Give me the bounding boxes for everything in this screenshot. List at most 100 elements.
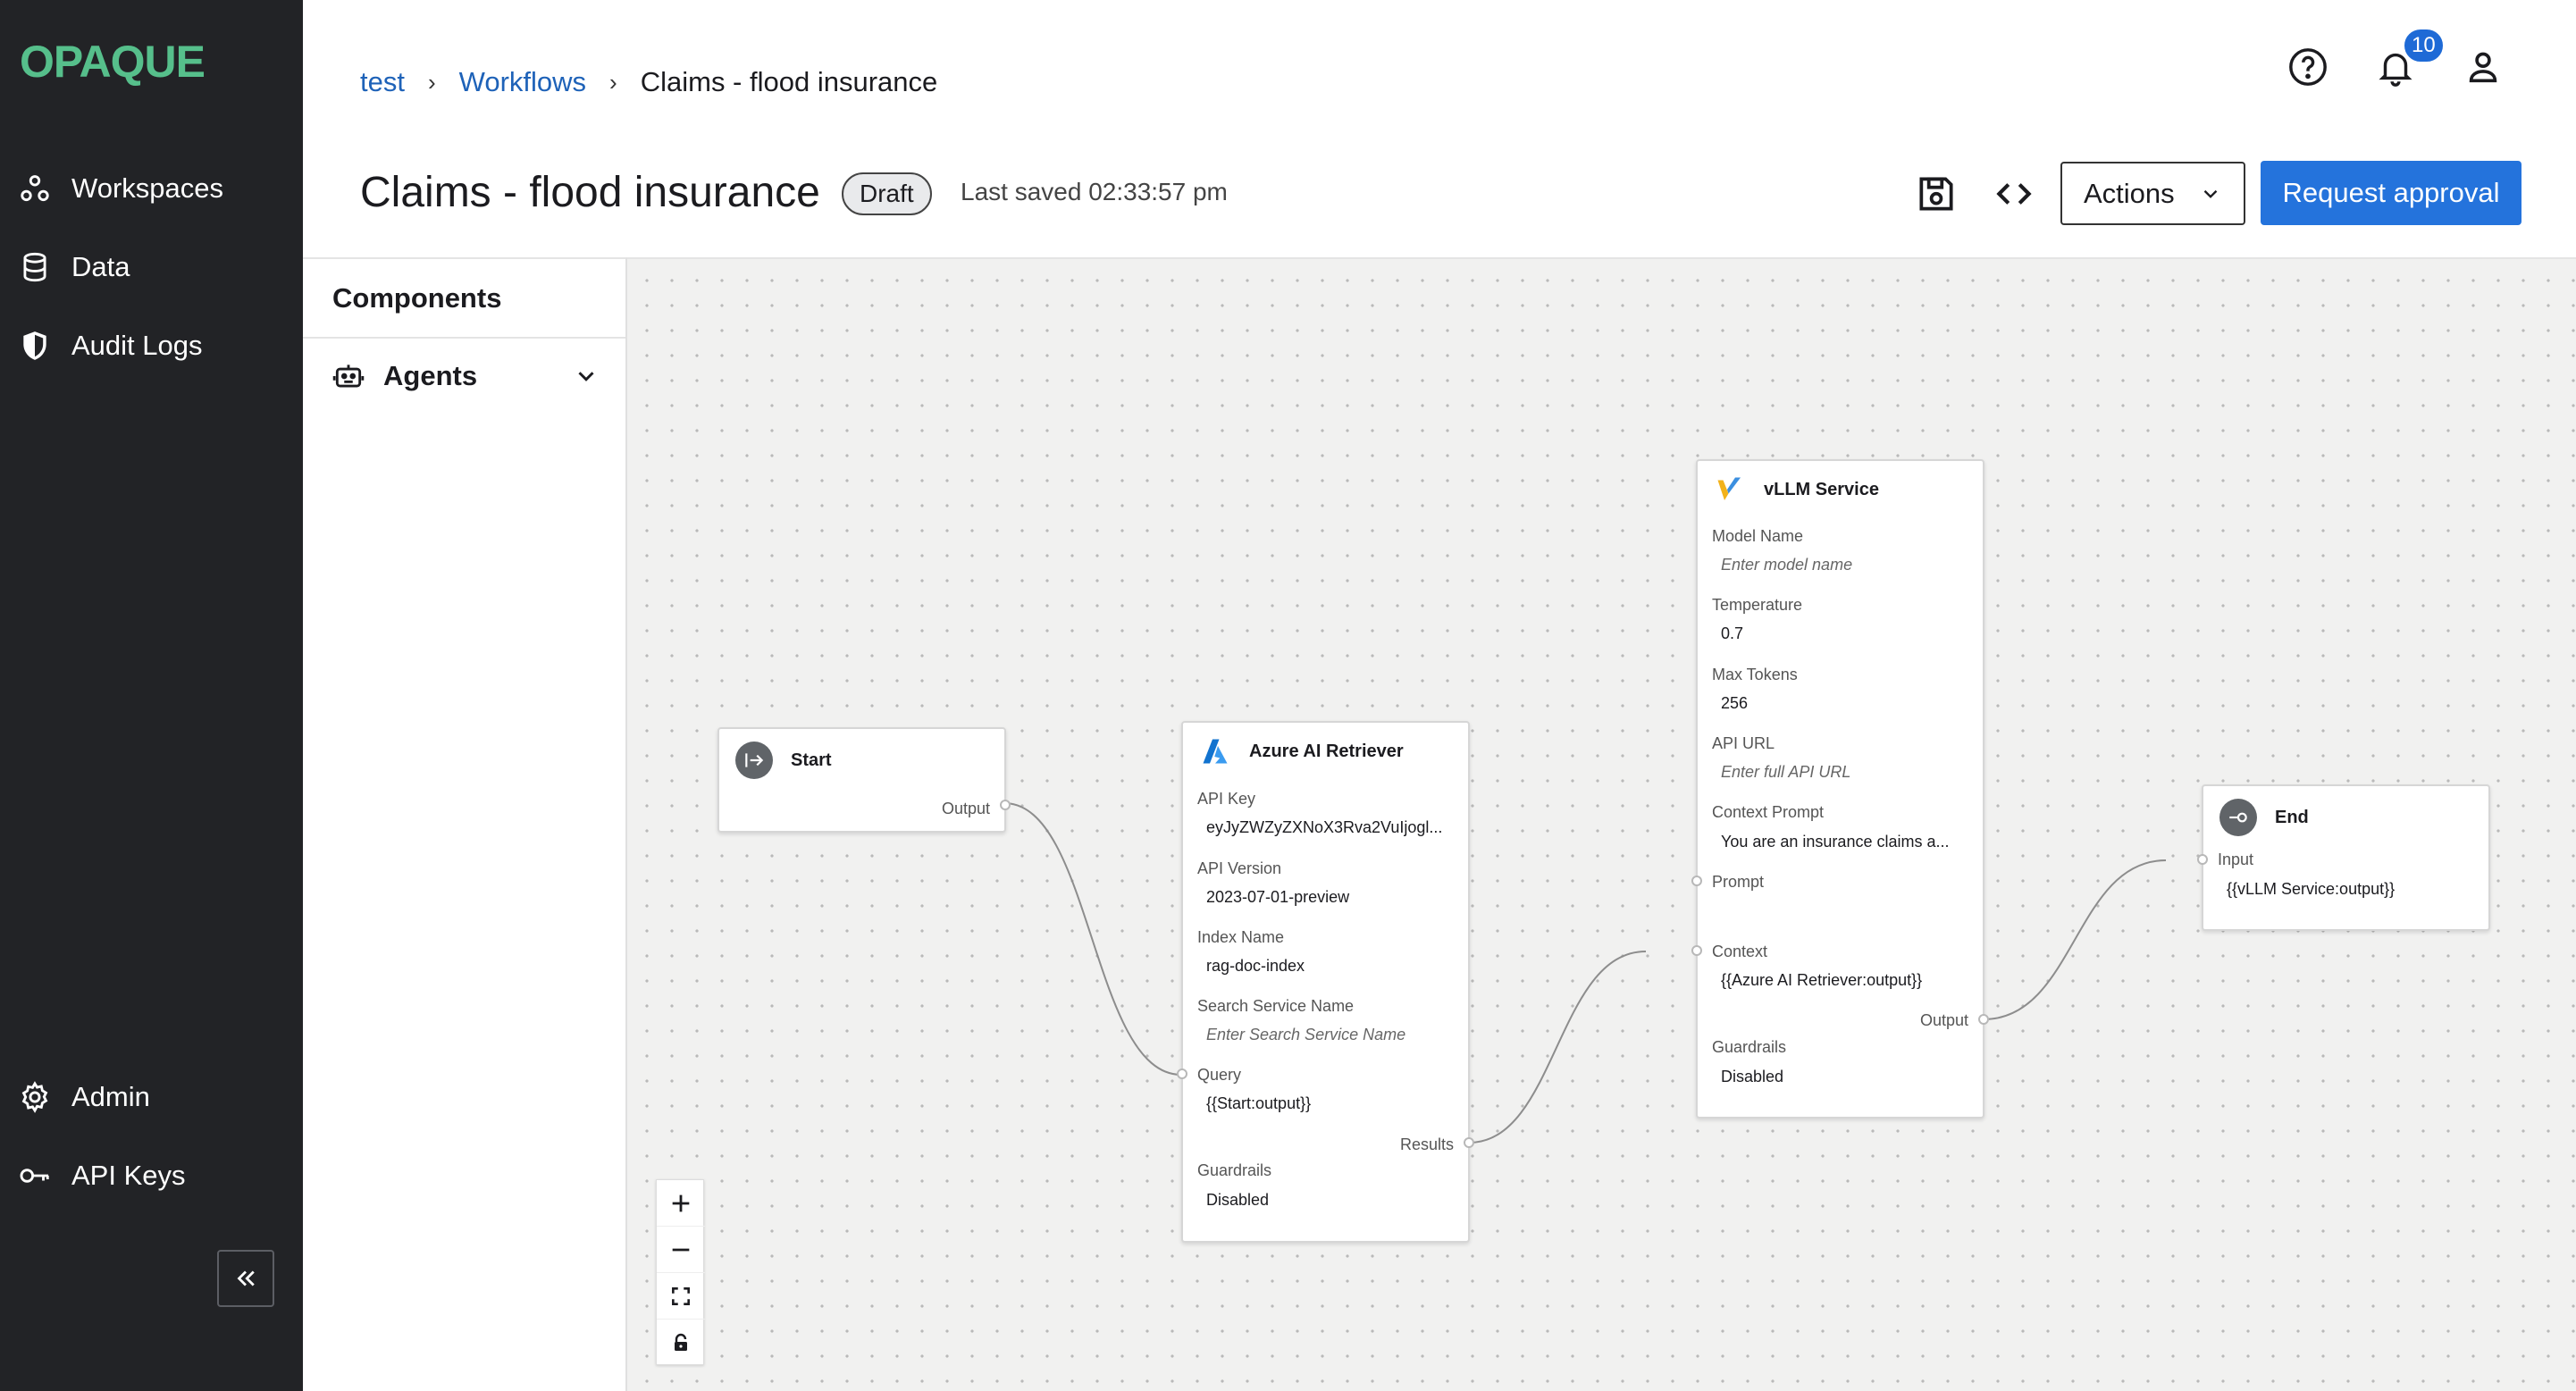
field-value-guardrails[interactable]: Disabled [1206,1191,1270,1209]
page-title: Claims - flood insurance [360,169,820,216]
field-input-search-service-name[interactable]: Enter Search Service Name [1206,1026,1406,1043]
sidebar-item-api-keys[interactable]: API Keys [18,1149,186,1202]
field-value-api-version[interactable]: 2023-07-01-preview [1206,888,1350,906]
last-saved-text: Last saved 02:33:57 pm [961,178,1228,205]
chevron-down-icon [2203,189,2218,198]
field-value-temperature[interactable]: 0.7 [1721,624,1744,642]
output-port-results[interactable] [1464,1137,1474,1148]
help-icon [2289,48,2327,86]
lock-button[interactable] [657,1320,705,1366]
plus-icon [672,1194,690,1211]
collapse-sidebar-button[interactable] [217,1250,274,1307]
database-icon [23,252,46,282]
user-menu-button[interactable] [2463,46,2504,88]
robot-icon [332,365,365,388]
output-port[interactable] [1000,800,1011,810]
help-button[interactable] [2287,46,2328,88]
bell-icon [2379,53,2412,87]
edges-layer [1003,802,2167,1144]
edge-retriever-to-vllm[interactable] [1468,951,1647,1144]
field-label: Guardrails [1712,1038,1787,1056]
breadcrumb-separator: › [609,68,617,96]
port-label-output: Output [941,800,990,817]
field-label: Input [2218,851,2254,868]
output-port[interactable] [1978,1014,1989,1025]
canvas-controls [656,1179,705,1366]
field-value-api-key[interactable]: eyJyZWZyZXNoX3Rva2VuIjogl... [1206,818,1443,836]
input-port-query[interactable] [1177,1068,1187,1079]
field-label: Context Prompt [1712,803,1825,821]
node-header: Azure AI Retriever [1199,735,1404,767]
key-icon [20,1169,49,1183]
field-label: Model Name [1712,527,1804,545]
field-value-context-prompt[interactable]: You are an insurance claims a... [1721,833,1950,851]
lock-icon [675,1333,687,1351]
field-value-guardrails[interactable]: Disabled [1721,1068,1784,1085]
field-value-query[interactable]: {{Start:output}} [1206,1094,1312,1112]
save-button[interactable] [1914,172,1959,216]
field-label: API URL [1712,734,1775,752]
start-icon [735,742,773,779]
node-header: End [2219,799,2309,836]
group-label: Agents [383,360,478,391]
field-label: Max Tokens [1712,666,1798,683]
breadcrumb-link-workflows[interactable]: Workflows [458,66,587,97]
fullscreen-icon [672,1286,690,1305]
app-logo[interactable]: OPAQUE [20,37,206,87]
field-value-index-name[interactable]: rag-doc-index [1206,957,1305,975]
user-icon [2469,52,2497,83]
field-label: Query [1197,1066,1242,1084]
chevron-down-icon [578,372,594,381]
divider [303,337,625,339]
code-view-button[interactable] [1992,172,2036,216]
components-group-agents[interactable]: Agents [331,354,600,398]
port-label-output: Output [1919,1011,1968,1029]
field-label: Context [1712,943,1768,960]
components-title: Components [332,282,502,314]
input-port-context[interactable] [1691,945,1702,956]
sidebar-item-label: Workspaces [71,172,223,204]
edge-start-to-retriever[interactable] [1003,802,1182,1076]
zoom-out-button[interactable] [657,1227,705,1273]
sidebar: OPAQUE Workspaces Data Audit Logs Admin … [0,0,303,1391]
field-value-max-tokens[interactable]: 256 [1721,694,1749,712]
node-title: Azure AI Retriever [1249,741,1404,761]
node-start[interactable]: Start Output [717,727,1011,833]
field-value-context[interactable]: {{Azure AI Retriever:output}} [1721,971,1923,989]
node-azure-ai-retriever[interactable]: Azure AI Retriever API Key eyJyZWZyZXNoX… [1177,721,1474,1243]
field-input-model-name[interactable]: Enter model name [1721,556,1853,574]
code-icon [1996,183,2032,205]
field-label: Index Name [1197,928,1285,946]
node-title: vLLM Service [1764,479,1879,499]
fit-view-button[interactable] [657,1273,705,1320]
field-label: Search Service Name [1197,997,1355,1015]
node-header: Start [735,742,832,779]
field-label: API Version [1197,859,1282,877]
actions-dropdown[interactable]: Actions [2060,162,2245,225]
notifications-button[interactable]: 10 [2375,27,2446,88]
field-value-input[interactable]: {{vLLM Service:output}} [2227,880,2396,898]
breadcrumb-link-test[interactable]: test [360,66,405,97]
request-approval-button[interactable]: Request approval [2261,161,2521,225]
notification-count-badge: 10 [2402,27,2446,64]
input-port-prompt[interactable] [1691,876,1702,886]
sidebar-item-audit-logs[interactable]: Audit Logs [18,319,203,373]
shield-icon [23,331,46,360]
sidebar-item-admin[interactable]: Admin [18,1070,150,1124]
field-input-api-url[interactable]: Enter full API URL [1721,763,1851,781]
port-label-results: Results [1399,1135,1454,1153]
gear-icon [21,1081,48,1113]
breadcrumb: test › Workflows › Claims - flood insura… [360,66,937,98]
breadcrumb-current: Claims - flood insurance [640,66,938,97]
field-label: Prompt [1712,873,1765,891]
edge-vllm-to-end[interactable] [1983,859,2167,1020]
sidebar-item-workspaces[interactable]: Workspaces [18,162,223,215]
components-panel: Components Agents [303,257,627,1391]
sidebar-item-data[interactable]: Data [18,240,130,294]
node-vllm-service[interactable]: vLLM Service Model Name Enter model name… [1691,459,1989,1119]
end-icon [2219,799,2257,836]
workflow-canvas[interactable]: Start Output Azure AI Retriever API Key … [627,257,2576,1391]
input-port[interactable] [2197,854,2208,865]
zoom-in-button[interactable] [657,1180,705,1227]
node-end[interactable]: End Input {{vLLM Service:output}} [2197,784,2490,931]
